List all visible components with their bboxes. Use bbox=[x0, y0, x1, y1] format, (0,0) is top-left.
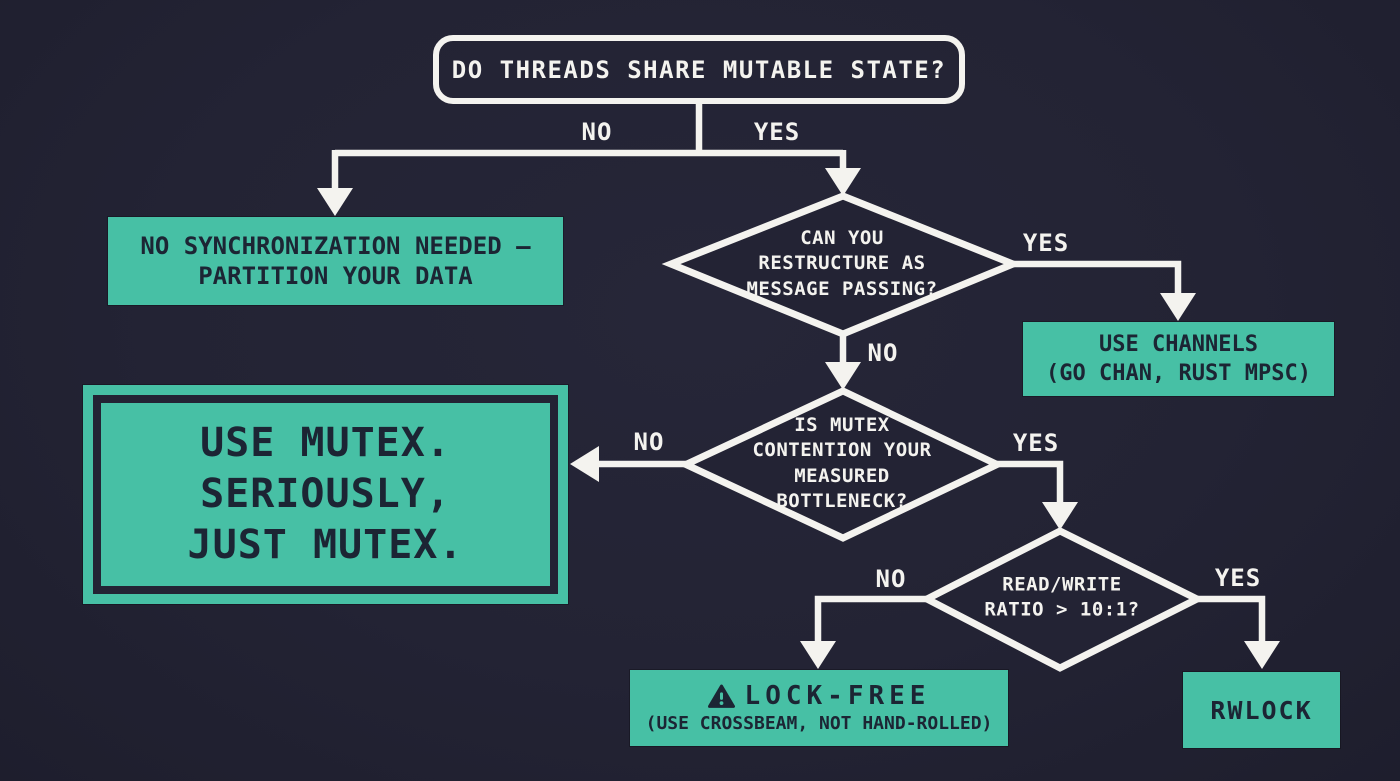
connector-d1-yes bbox=[1008, 260, 1196, 321]
decision-diamond-message-passing-shape bbox=[661, 192, 1023, 338]
arrowhead bbox=[317, 188, 353, 216]
decision-diamond-message-passing-question: CAN YOU RESTRUCTURE AS MESSAGE PASSING? bbox=[746, 226, 938, 300]
decision-diamond-ratio-shape bbox=[919, 527, 1205, 672]
connector-root-split bbox=[317, 103, 861, 216]
edge-label-d2-no: NO bbox=[633, 428, 665, 456]
warning-icon bbox=[707, 684, 735, 708]
connector-d1-no bbox=[825, 331, 861, 390]
arrowhead bbox=[1244, 641, 1280, 669]
edge-label-d1-no: NO bbox=[867, 339, 899, 367]
connector-d2-yes bbox=[993, 460, 1078, 530]
result-box-rwlock: RWLOCK bbox=[1183, 672, 1340, 748]
arrowhead bbox=[825, 168, 861, 196]
arrowhead bbox=[800, 641, 836, 669]
decision-diamond-contention-shape bbox=[677, 387, 1006, 542]
decision-root-question: DO THREADS SHARE MUTABLE STATE? bbox=[451, 55, 947, 84]
connector-d3-yes bbox=[1193, 595, 1280, 669]
lock-free-title-row: LOCK-FREE bbox=[707, 681, 931, 712]
edge-label-d2-yes: YES bbox=[1012, 429, 1060, 457]
edge-label-d3-no: NO bbox=[875, 565, 907, 593]
edge-label-root-yes: YES bbox=[753, 118, 801, 146]
decision-diamond-contention-question: IS MUTEX CONTENTION YOUR MEASURED BOTTLE… bbox=[752, 414, 932, 513]
lock-free-subtitle: (USE CROSSBEAM, NOT HAND-ROLLED) bbox=[645, 712, 993, 734]
arrowhead bbox=[570, 446, 599, 482]
result-box-use-mutex: USE MUTEX. SERIOUSLY, JUST MUTEX. bbox=[83, 385, 568, 604]
result-box-use-mutex-text: USE MUTEX. SERIOUSLY, JUST MUTEX. bbox=[93, 395, 558, 594]
arrowhead bbox=[825, 362, 861, 390]
result-box-lock-free: LOCK-FREE (USE CROSSBEAM, NOT HAND-ROLLE… bbox=[630, 670, 1008, 746]
decision-root-box: DO THREADS SHARE MUTABLE STATE? bbox=[433, 35, 965, 104]
edge-label-d1-yes: YES bbox=[1022, 229, 1070, 257]
edge-label-d3-yes: YES bbox=[1214, 564, 1262, 592]
result-box-use-channels: USE CHANNELS (GO CHAN, RUST MPSC) bbox=[1023, 322, 1334, 396]
arrowhead bbox=[1042, 502, 1078, 530]
edge-label-root-no: NO bbox=[581, 118, 613, 146]
connector-d2-no bbox=[570, 446, 690, 482]
lock-free-title: LOCK-FREE bbox=[744, 681, 931, 712]
connector-d3-no bbox=[800, 595, 931, 669]
result-box-no-sync: NO SYNCHRONIZATION NEEDED – PARTITION YO… bbox=[108, 217, 563, 305]
arrowhead bbox=[1160, 293, 1196, 321]
decision-diamond-ratio-question: READ/WRITE RATIO > 10:1? bbox=[984, 573, 1140, 621]
